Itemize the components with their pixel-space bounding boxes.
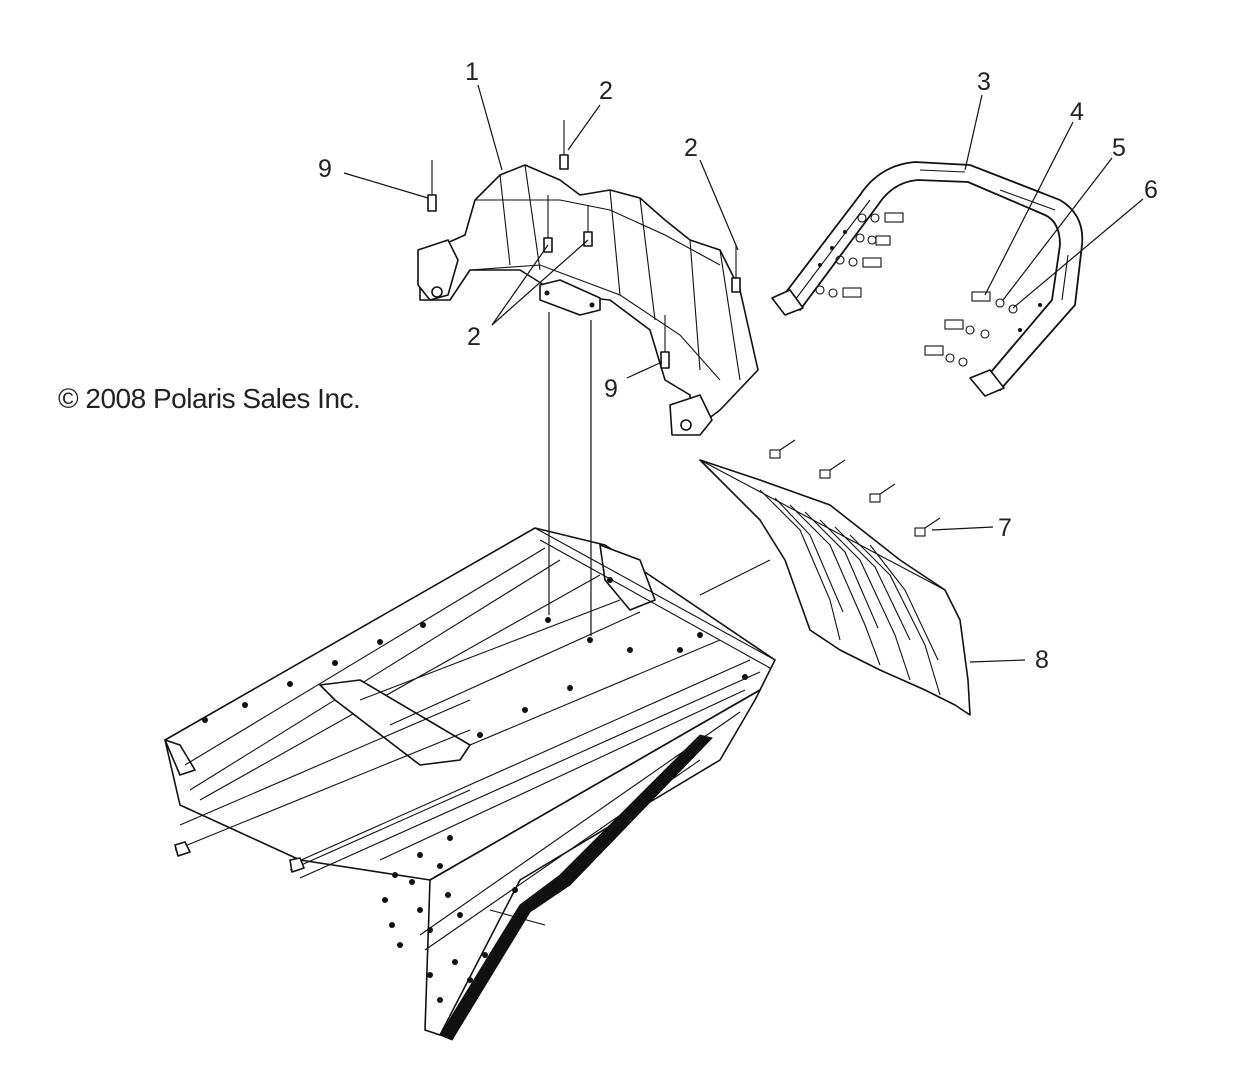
callout-4: 4 <box>1070 98 1084 126</box>
tunnel-frame <box>164 527 776 1041</box>
callout-2-top: 2 <box>599 77 613 105</box>
callout-9-lower: 9 <box>604 375 618 403</box>
callout-5: 5 <box>1112 134 1126 162</box>
hardware <box>815 212 1018 367</box>
callout-1: 1 <box>465 58 479 86</box>
push-rivets <box>769 439 941 537</box>
callout-7: 7 <box>998 514 1012 542</box>
callout-6: 6 <box>1144 176 1158 204</box>
callout-labels: 1 2 2 2 3 4 5 6 7 8 9 9 <box>318 58 1158 674</box>
bumper-cover <box>417 164 759 436</box>
snow-flap <box>699 459 971 716</box>
copyright-notice: © 2008 Polaris Sales Inc. <box>58 383 361 414</box>
callout-3: 3 <box>977 68 991 96</box>
grab-bar <box>771 161 1084 397</box>
rivets <box>427 120 741 369</box>
callout-2-right: 2 <box>684 134 698 162</box>
leader-lines <box>343 84 1144 663</box>
callout-2-center: 2 <box>467 323 481 351</box>
callout-8: 8 <box>1035 646 1049 674</box>
callout-9-left: 9 <box>318 155 332 183</box>
